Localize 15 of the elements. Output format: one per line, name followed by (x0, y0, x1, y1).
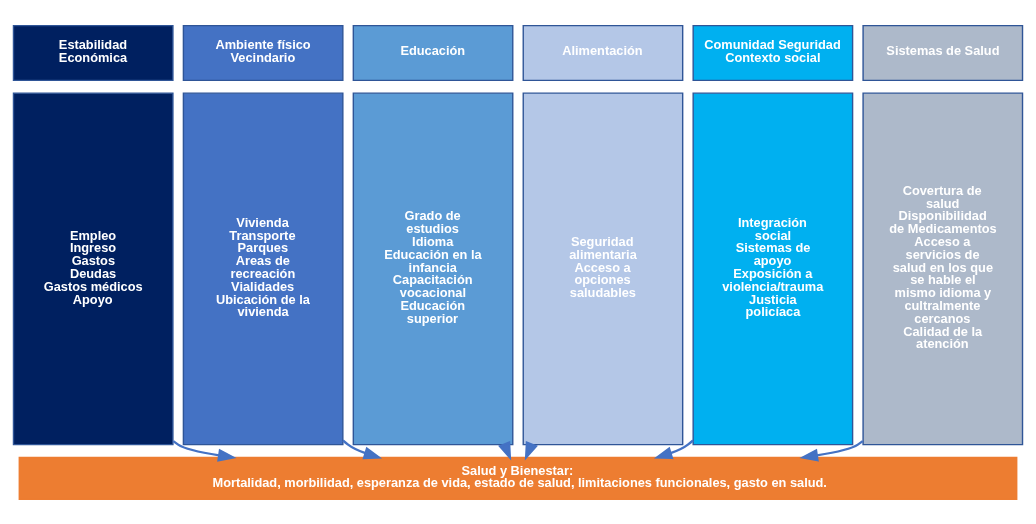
arrow (653, 439, 694, 459)
node-box: Salud y Bienestar: Mortalidad, morbilidad, esperanza de vida, estado de salud, limitaciones funcionales, gasto en salud. (18, 456, 1018, 500)
node-box: Estabilidad Económica (12, 24, 174, 81)
node-box: Vivienda Transporte Parques Areas de recreación Vialidades Ubicación de la vivienda (182, 91, 344, 445)
node-box: Integración social Sistemas de apoyo Exposición a violencia/trauma Justicia policíaca (692, 91, 854, 445)
node-box: Empleo Ingreso Gastos Deudas Gastos médicos Apoyo (12, 91, 174, 445)
node-box: Alimentación (522, 24, 684, 81)
arrow (799, 439, 864, 462)
arrow (342, 439, 383, 459)
arrow (172, 439, 237, 462)
node-box: Sistemas de Salud (862, 24, 1024, 81)
node-box: Educación (352, 24, 514, 81)
node-box: Comunidad Seguridad Contexto social (692, 24, 854, 81)
node-box: Covertura de salud Disponibilidad de Medicamentos Acceso a servicios de salud en los que se hable el mismo idioma y cultralmente cercanos Calidad de la atención (862, 91, 1024, 445)
node-box: Ambiente físico Vecindario (182, 24, 344, 81)
